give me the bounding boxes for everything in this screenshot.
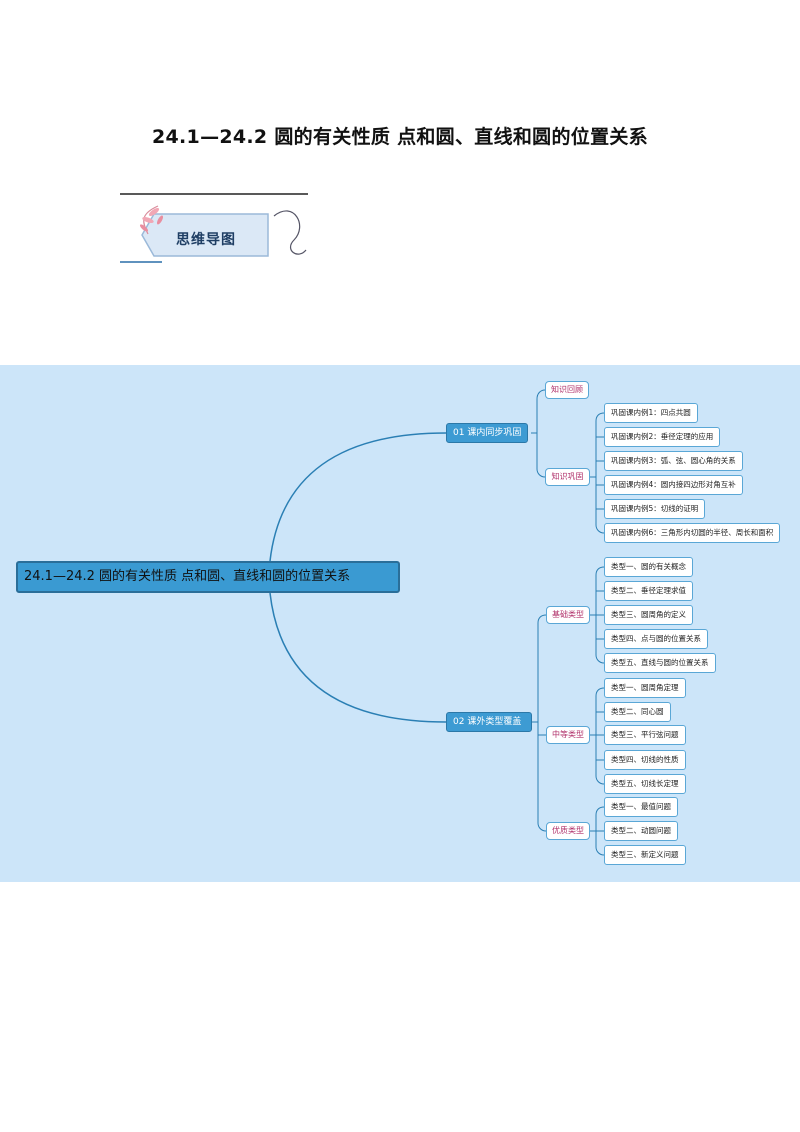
group-knowledge-review[interactable]: 知识回顾 [545,381,589,399]
leaf-basic-3[interactable]: 类型三、圆周角的定义 [604,605,693,625]
leaf-consolidate-5[interactable]: 巩固课内例5：切线的证明 [604,499,706,519]
page-title: 24.1—24.2 圆的有关性质 点和圆、直线和圆的位置关系 [152,126,648,148]
leaf-medium-2[interactable]: 类型二、同心圆 [604,702,671,722]
leaf-advanced-2[interactable]: 类型二、动圆问题 [604,821,678,841]
section-banner-label: 思维导图 [176,232,236,248]
leaf-basic-2[interactable]: 类型二、垂径定理求值 [604,581,693,601]
leaf-medium-1[interactable]: 类型一、圆周角定理 [604,678,686,698]
flower-ornament-icon [139,205,164,235]
group-medium-types[interactable]: 中等类型 [546,726,590,744]
leaf-advanced-3[interactable]: 类型三、新定义问题 [604,845,686,865]
leaf-medium-3[interactable]: 类型三、平行弦问题 [604,725,686,745]
mind-map: 24.1—24.2 圆的有关性质 点和圆、直线和圆的位置关系 01 课内同步巩固… [0,365,800,882]
group-advanced-types[interactable]: 优质类型 [546,822,590,840]
group-basic-types[interactable]: 基础类型 [546,606,590,624]
group-knowledge-consolidate[interactable]: 知识巩固 [545,468,590,486]
leaf-medium-4[interactable]: 类型四、切线的性质 [604,750,686,770]
leaf-basic-5[interactable]: 类型五、直线与圆的位置关系 [604,653,716,673]
section-banner [120,193,308,263]
leaf-consolidate-4[interactable]: 巩固课内例4：圆内接四边形对角互补 [604,475,743,495]
mind-map-connectors [269,389,605,856]
branch-extra-types[interactable]: 02 课外类型覆盖 [446,712,532,732]
leaf-consolidate-6[interactable]: 巩固课内例6：三角形内切圆的半径、周长和面积 [604,523,781,543]
leaf-consolidate-1[interactable]: 巩固课内例1：四点共圆 [604,403,698,423]
leaf-basic-1[interactable]: 类型一、圆的有关概念 [604,557,693,577]
root-node[interactable]: 24.1—24.2 圆的有关性质 点和圆、直线和圆的位置关系 [16,561,400,593]
leaf-medium-5[interactable]: 类型五、切线长定理 [604,774,686,794]
leaf-advanced-1[interactable]: 类型一、最值问题 [604,797,678,817]
branch-course-sync[interactable]: 01 课内同步巩固 [446,423,529,443]
leaf-basic-4[interactable]: 类型四、点与圆的位置关系 [604,629,708,649]
leaf-consolidate-2[interactable]: 巩固课内例2：垂径定理的应用 [604,427,721,447]
leaf-consolidate-3[interactable]: 巩固课内例3：弧、弦、圆心角的关系 [604,451,743,471]
